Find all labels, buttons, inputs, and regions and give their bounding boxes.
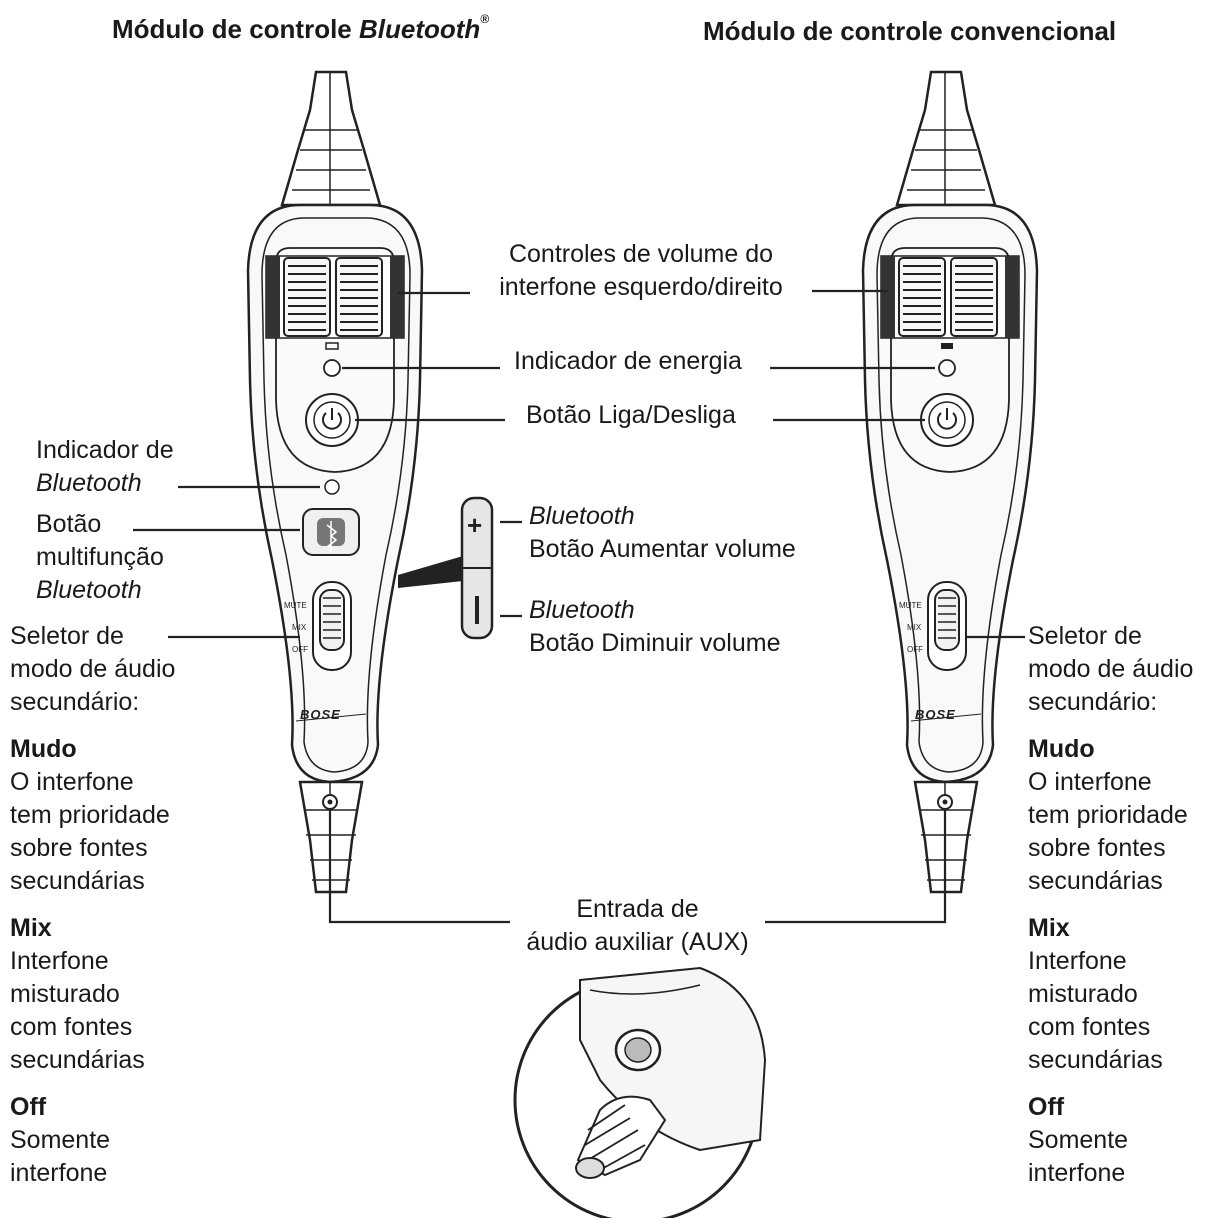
- label-aux-input: Entrada de áudio auxiliar (AUX): [526, 895, 749, 956]
- switch-label-mix: MIX: [292, 623, 307, 632]
- mode-mute-name: Mudo: [10, 735, 77, 763]
- right-volume-wheel: [335, 257, 383, 337]
- top-strain-relief: [280, 70, 382, 207]
- title-bluetooth-module: Módulo de controle Bluetooth®: [112, 12, 490, 44]
- selector-legend-left: Seletor de modo de áudio secundário: Mud…: [10, 622, 176, 1187]
- audio-mode-selector: [319, 589, 345, 651]
- aux-input-closeup: [513, 966, 767, 1218]
- volume-down-glyph: [475, 596, 479, 624]
- svg-text:MIX: MIX: [907, 623, 922, 632]
- label-volume-controls: Controles de volume do interfone esquerd…: [499, 240, 783, 301]
- power-indicator: [323, 359, 341, 377]
- left-volume-wheel: [283, 257, 331, 337]
- mode-mix-name: Mix: [10, 914, 52, 942]
- label-bluetooth-indicator: Indicador de Bluetooth: [36, 436, 174, 497]
- label-bluetooth-multifunction: Botão multifunção Bluetooth: [36, 510, 164, 604]
- conventional-control-module: MUTE MIX OFF BOSE: [861, 70, 1039, 894]
- label-bluetooth-volume-up: Bluetooth Botão Aumentar volume: [529, 502, 796, 563]
- volume-up-glyph: +: [467, 510, 482, 540]
- svg-text:OFF: OFF: [907, 645, 923, 654]
- bluetooth-indicator: [324, 479, 340, 495]
- bluetooth-control-module: MUTE MIX OFF BOSE: [246, 70, 424, 894]
- label-power-button: Botão Liga/Desliga: [526, 401, 736, 429]
- leader-lines: [133, 289, 1025, 924]
- bluetooth-volume-buttons-detail: +: [398, 496, 494, 640]
- title-conventional-module: Módulo de controle convencional: [703, 16, 1117, 46]
- selector-legend-right: Seletor de modo de áudio secundário: Mud…: [1028, 622, 1194, 1187]
- svg-text:MUTE: MUTE: [899, 601, 922, 610]
- label-bluetooth-volume-down: Bluetooth Botão Diminuir volume: [529, 596, 781, 657]
- switch-label-off: OFF: [292, 645, 308, 654]
- mode-off-name: Off: [10, 1093, 47, 1121]
- label-power-indicator: Indicador de energia: [514, 347, 742, 375]
- brand-logo: BOSE: [300, 707, 341, 722]
- switch-label-mute: MUTE: [284, 601, 307, 610]
- svg-text:BOSE: BOSE: [915, 707, 956, 722]
